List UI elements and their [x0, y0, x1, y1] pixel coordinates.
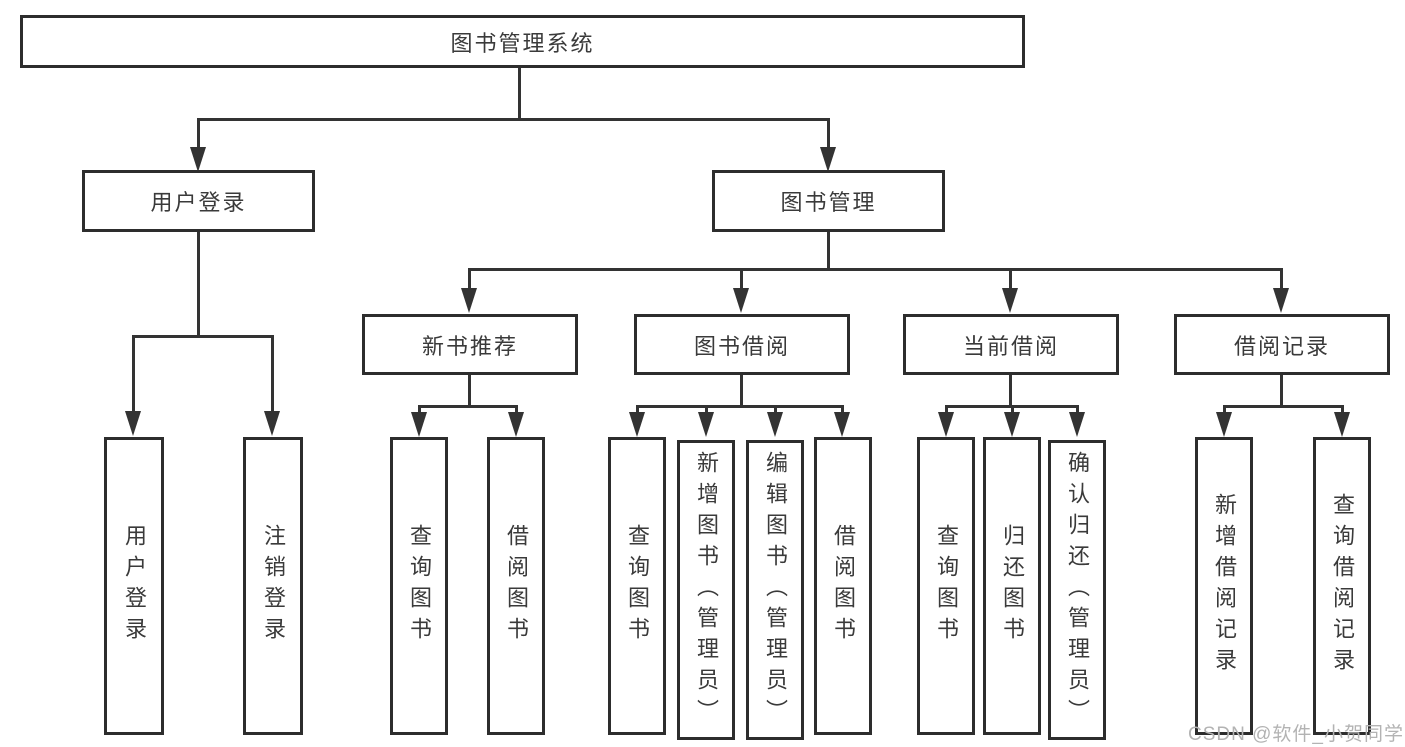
node-label: 新增借阅记录: [1212, 493, 1237, 679]
arrowhead-icon: [461, 288, 477, 313]
arrowhead-icon: [1004, 412, 1020, 437]
node-label: 归还图书: [1000, 524, 1025, 648]
node-label: 查询借阅记录: [1330, 493, 1355, 679]
connector-current-borrow-stem: [1009, 375, 1012, 405]
node-book-borrow: 图书借阅: [634, 314, 850, 375]
node-label: 新增图书（管理员）: [694, 450, 719, 730]
node-label: 图书管理: [780, 190, 877, 215]
node-label: 确认归还（管理员）: [1065, 450, 1090, 730]
node-label: 借阅图书: [831, 524, 856, 648]
connector-book-mgmt-stem: [827, 232, 830, 268]
leaf-query-borrow-record: 查询借阅记录: [1313, 437, 1371, 735]
arrowhead-icon: [1069, 412, 1085, 437]
leaf-rec-borrow-book: 借阅图书: [487, 437, 545, 735]
connector-user-login-hline: [132, 335, 274, 338]
node-label: 编辑图书（管理员）: [763, 450, 788, 730]
arrowhead-icon: [938, 412, 954, 437]
node-current-borrow: 当前借阅: [903, 314, 1119, 375]
node-label: 图书借阅: [693, 333, 790, 359]
connector-leaf: [1076, 405, 1079, 413]
connector-leaf: [705, 405, 708, 413]
node-label: 查询图书: [934, 524, 959, 648]
arrowhead-icon: [264, 411, 280, 436]
arrowhead-icon: [820, 147, 836, 172]
connector-book-borrow-hline: [636, 405, 843, 408]
leaf-borrow-book: 借阅图书: [814, 437, 872, 735]
arrowhead-icon: [190, 147, 206, 172]
leaf-rec-query-book: 查询图书: [390, 437, 448, 735]
connector-to-user-login: [197, 118, 200, 148]
leaf-confirm-return-admin: 确认归还（管理员）: [1048, 440, 1106, 740]
connector-to-current-borrow: [1009, 268, 1012, 288]
arrowhead-icon: [834, 412, 850, 437]
connector-leaf: [774, 405, 777, 413]
leaf-add-book-admin: 新增图书（管理员）: [677, 440, 735, 740]
connector-leaf: [1341, 405, 1344, 413]
arrowhead-icon: [125, 411, 141, 436]
arrowhead-icon: [767, 412, 783, 437]
leaf-return-book: 归还图书: [983, 437, 1041, 735]
connector-root-hline: [197, 118, 830, 121]
leaf-logout: 注销登录: [243, 437, 303, 735]
node-label: 用户登录: [122, 524, 147, 648]
node-label: 用户登录: [150, 190, 247, 215]
connector-leaf: [1223, 405, 1226, 413]
node-label: 查询图书: [407, 524, 432, 648]
node-user-login: 用户登录: [82, 170, 315, 232]
connector-borrow-records-hline: [1223, 405, 1343, 408]
leaf-user-login: 用户登录: [104, 437, 164, 735]
node-label: 查询图书: [625, 524, 650, 648]
node-book-mgmt: 图书管理: [712, 170, 945, 232]
node-label: 借阅记录: [1233, 333, 1330, 359]
arrowhead-icon: [1273, 288, 1289, 313]
connector-new-book-stem: [468, 375, 471, 405]
arrowhead-icon: [1334, 412, 1350, 437]
connector-leaf: [418, 405, 421, 413]
connector-to-book-borrow: [740, 268, 743, 288]
connector-leaf: [841, 405, 844, 413]
node-root-system: 图书管理系统: [20, 15, 1025, 68]
node-label: 图书管理系统: [450, 30, 595, 56]
connector-user-login-stem: [197, 232, 200, 335]
connector-leaf: [515, 405, 518, 413]
connector-to-book-mgmt: [827, 118, 830, 148]
connector-book-mgmt-hline: [468, 268, 1283, 271]
leaf-edit-book-admin: 编辑图书（管理员）: [746, 440, 804, 740]
leaf-borrow-query-book: 查询图书: [608, 437, 666, 735]
arrowhead-icon: [1002, 288, 1018, 313]
arrowhead-icon: [411, 412, 427, 437]
connector-leaf: [636, 405, 639, 413]
arrowhead-icon: [629, 412, 645, 437]
node-label: 借阅图书: [504, 524, 529, 648]
connector-to-borrow-records: [1280, 268, 1283, 288]
csdn-watermark: CSDN @软件_小贺同学: [1188, 724, 1404, 745]
arrowhead-icon: [698, 412, 714, 437]
node-new-book-rec: 新书推荐: [362, 314, 578, 375]
connector-root-stem: [518, 68, 521, 120]
leaf-add-borrow-record: 新增借阅记录: [1195, 437, 1253, 735]
connector-leaf: [1011, 405, 1014, 413]
connector-to-new-book: [468, 268, 471, 288]
node-borrow-records: 借阅记录: [1174, 314, 1390, 375]
node-label: 注销登录: [261, 524, 286, 648]
connector-borrow-records-stem: [1280, 375, 1283, 405]
arrowhead-icon: [1216, 412, 1232, 437]
arrowhead-icon: [508, 412, 524, 437]
connector-to-leaf-logout: [271, 335, 274, 411]
arrowhead-icon: [733, 288, 749, 313]
node-label: 新书推荐: [421, 333, 518, 359]
connector-new-book-hline: [418, 405, 518, 408]
node-label: 当前借阅: [962, 333, 1059, 359]
connector-to-leaf-login: [132, 335, 135, 411]
leaf-current-query-book: 查询图书: [917, 437, 975, 735]
connector-book-borrow-stem: [740, 375, 743, 405]
connector-leaf: [945, 405, 948, 413]
